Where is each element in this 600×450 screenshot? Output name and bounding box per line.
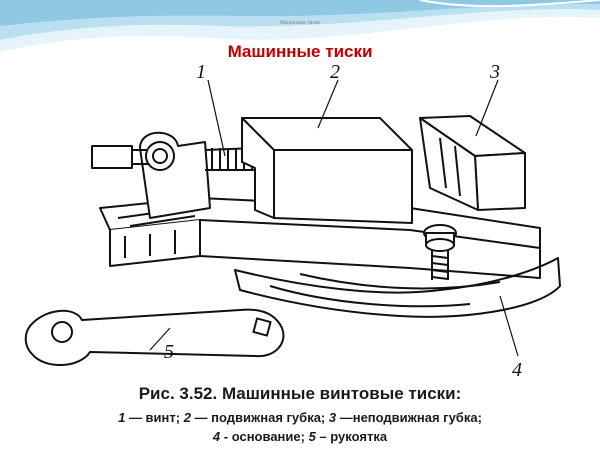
caption-num: 2 — [183, 410, 191, 425]
label-3: 3 — [489, 61, 500, 83]
caption-num: 3 — [328, 410, 337, 425]
caption-text: — подвижная губка; — [190, 410, 329, 425]
vise-handle — [24, 308, 285, 367]
caption-line-1: 1 — винт; 2 — подвижная губка; 3 —неподв… — [0, 410, 600, 425]
label-5: 5 — [164, 341, 174, 363]
caption-title: Рис. 3.52. Машинные винтовые тиски: — [138, 384, 462, 403]
clamp-bolt — [423, 224, 457, 280]
slide-title: Машинные тиски — [227, 42, 373, 61]
vise-diagram: 1 2 3 4 5 — [24, 61, 561, 378]
caption-text: —неподвижная губка; — [336, 410, 482, 425]
caption-num: 4 — [212, 429, 221, 444]
label-1: 1 — [196, 61, 206, 83]
slide-small-header: Машинные тиски — [280, 20, 320, 26]
caption-num: 1 — [118, 410, 126, 425]
fixed-jaw — [419, 115, 526, 211]
caption-text: – рукоятка — [315, 429, 388, 444]
header-wave — [0, 0, 600, 52]
vise-base — [234, 257, 561, 318]
caption-num: 5 — [308, 429, 316, 444]
caption-text: — винт; — [125, 410, 184, 425]
label-2: 2 — [330, 61, 340, 83]
label-4: 4 — [512, 359, 522, 378]
screw-square — [91, 145, 133, 169]
movable-jaw — [241, 117, 413, 224]
caption-text: - основание; — [220, 429, 309, 444]
caption-line-2: 4 - основание; 5 – рукоятка — [0, 429, 600, 444]
